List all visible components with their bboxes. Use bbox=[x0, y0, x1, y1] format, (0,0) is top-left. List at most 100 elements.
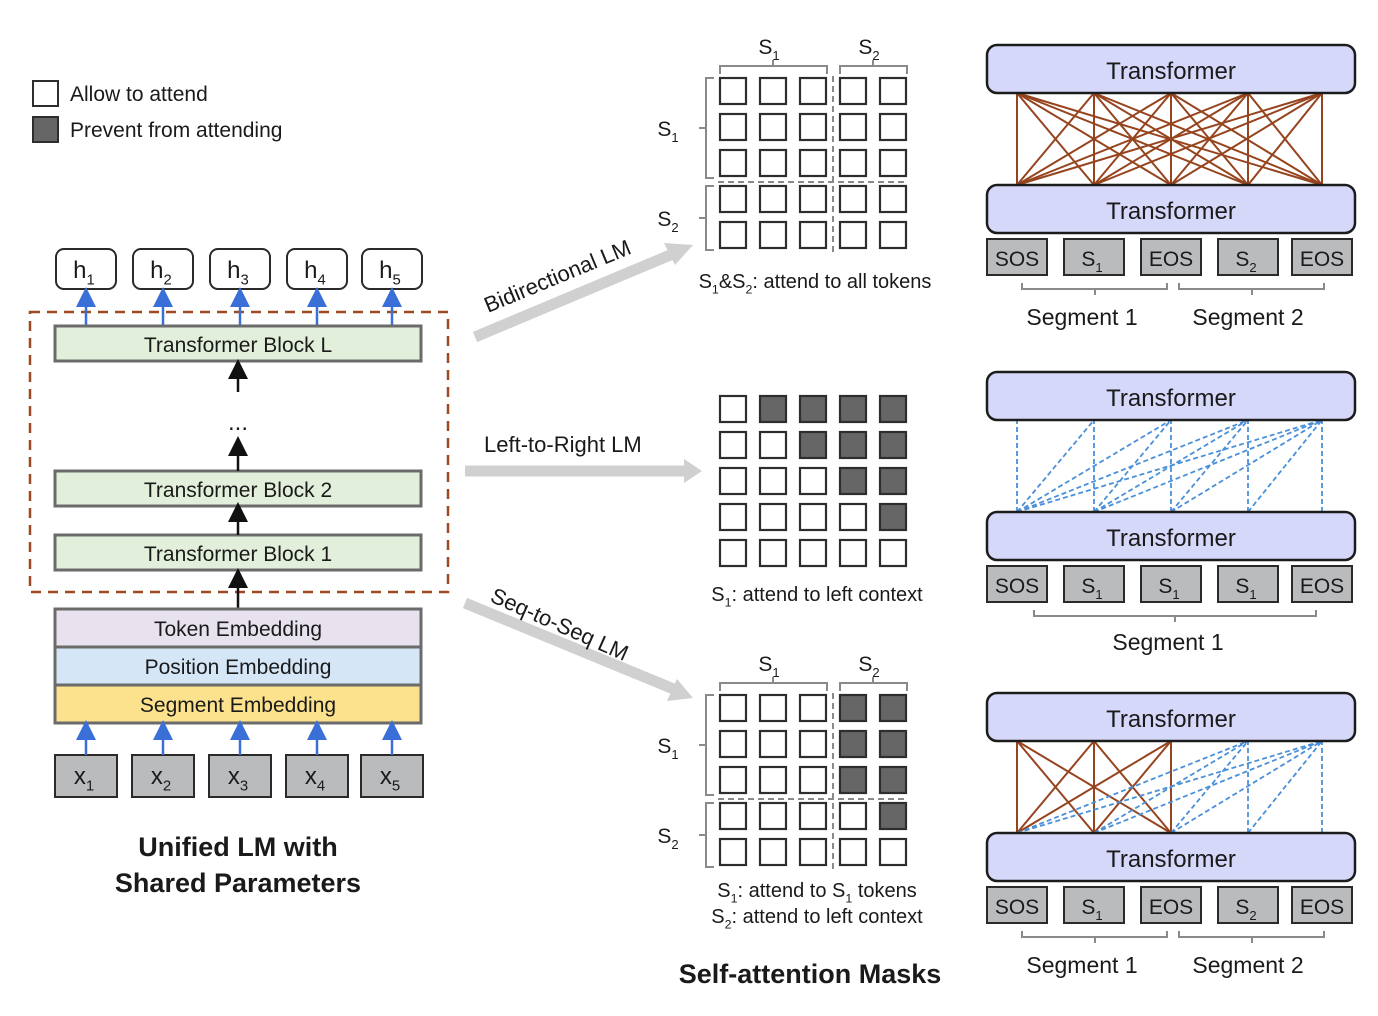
attention-line-masked bbox=[1170, 740, 1323, 834]
mask-cell-allow bbox=[718, 76, 748, 106]
row-bracket-s1 bbox=[705, 77, 714, 179]
col-group-label-base: S bbox=[758, 653, 772, 676]
mask-caption: S1: attend to left context bbox=[711, 584, 923, 610]
mask-cell-allow bbox=[878, 76, 908, 106]
attention-connections bbox=[1016, 740, 1323, 834]
mask-cell-allow bbox=[878, 538, 908, 568]
token-label: S1 bbox=[1081, 896, 1102, 923]
transformer-block-box bbox=[53, 533, 423, 572]
token-label: S2 bbox=[1235, 896, 1256, 923]
mask-cell-prevent bbox=[838, 394, 868, 424]
row-group-label: S2 bbox=[657, 208, 678, 235]
token-label: S1 bbox=[1158, 575, 1179, 602]
mask-cell-allow bbox=[798, 184, 828, 214]
segment-bracket bbox=[1178, 283, 1325, 290]
col-group-label: S2 bbox=[858, 36, 879, 63]
transformer-block-label: Transformer Block L bbox=[144, 334, 332, 357]
input-1: x1 bbox=[54, 720, 118, 798]
mask-cell-prevent bbox=[838, 765, 868, 795]
mask-caption-part: S bbox=[711, 584, 724, 606]
mask-cell-allow bbox=[798, 801, 828, 831]
input-5: x5 bbox=[360, 720, 424, 798]
input-label-sub: 5 bbox=[392, 779, 400, 795]
mask-cell-allow bbox=[758, 837, 788, 867]
mask-caption-part: tokens bbox=[852, 880, 916, 902]
mask-cell-allow bbox=[758, 693, 788, 723]
mask-cell-allow bbox=[878, 148, 908, 178]
row-bracket-s2 bbox=[705, 802, 714, 868]
mask-cell-allow bbox=[718, 466, 748, 496]
output-label-base: h bbox=[379, 257, 392, 284]
mask-cell-allow bbox=[758, 184, 788, 214]
segment-label: Segment 2 bbox=[1192, 952, 1303, 978]
transformer-block: Transformer Block 1 bbox=[53, 533, 423, 572]
row-group-label-base: S bbox=[657, 735, 671, 758]
transformer-bottom-label: Transformer bbox=[1106, 846, 1236, 873]
mask-caption: S2: attend to left context bbox=[711, 906, 923, 932]
token-label: S1 bbox=[1081, 575, 1102, 602]
input-label-sub: 1 bbox=[86, 779, 94, 795]
attention-line-masked bbox=[1016, 419, 1323, 513]
output-label-base: h bbox=[150, 257, 163, 284]
attention-line-full bbox=[1016, 92, 1095, 186]
mask-cell-prevent bbox=[878, 466, 908, 496]
mask-cell-allow bbox=[758, 148, 788, 178]
mask-cell-allow bbox=[718, 765, 748, 795]
transformer-top-box bbox=[985, 691, 1357, 743]
mask-cell-allow bbox=[798, 76, 828, 106]
input-label: x3 bbox=[228, 763, 248, 795]
mask-caption: S1&S2: attend to all tokens bbox=[699, 271, 932, 297]
row-group-label-sub: 1 bbox=[671, 747, 678, 762]
segment-label: Segment 1 bbox=[1112, 629, 1223, 655]
mask-cell-prevent bbox=[878, 693, 908, 723]
mask-cell-allow bbox=[758, 502, 788, 532]
transformer-bottom-box bbox=[985, 183, 1357, 235]
mask-caption-part: : attend to all tokens bbox=[752, 271, 931, 293]
input-box bbox=[360, 754, 424, 798]
mask-cell-prevent bbox=[758, 394, 788, 424]
input-label: x4 bbox=[305, 763, 325, 795]
input-label-sub: 4 bbox=[317, 779, 325, 795]
row-group-label-base: S bbox=[657, 825, 671, 848]
input-label-base: x bbox=[151, 763, 163, 790]
token-label-base: SOS bbox=[995, 575, 1039, 598]
segment-label: Segment 1 bbox=[1026, 304, 1137, 330]
token-label: EOS bbox=[1300, 248, 1344, 271]
legend-allow-label: Allow to attend bbox=[70, 83, 208, 106]
ellipsis: ... bbox=[228, 409, 248, 436]
col-group-label: S2 bbox=[858, 653, 879, 680]
transformer-bottom-label: Transformer bbox=[1106, 525, 1236, 552]
mask-cell-prevent bbox=[838, 693, 868, 723]
attention-line-full bbox=[1247, 92, 1323, 186]
row-group-label-base: S bbox=[657, 208, 671, 231]
col-group-label-sub: 1 bbox=[772, 665, 779, 680]
embedding-layer bbox=[53, 607, 423, 649]
transformer-top-label: Transformer bbox=[1106, 58, 1236, 85]
mask-cell-allow bbox=[838, 837, 868, 867]
attention-line-masked bbox=[1016, 740, 1323, 834]
attention-line-masked bbox=[1016, 419, 1249, 513]
output-label-base: h bbox=[304, 257, 317, 284]
token-label: S1 bbox=[1081, 248, 1102, 275]
output-4: h4 bbox=[286, 248, 348, 325]
output-label-base: h bbox=[73, 257, 86, 284]
segment-bracket bbox=[1021, 931, 1168, 938]
mask-cell-allow bbox=[798, 466, 828, 496]
token-box bbox=[1291, 238, 1353, 276]
transformer-block: Transformer Block L bbox=[53, 324, 423, 363]
token-box bbox=[1063, 886, 1125, 924]
col-group-label: S1 bbox=[758, 653, 779, 680]
token-label-base: EOS bbox=[1300, 896, 1344, 919]
mask-cell-allow bbox=[838, 801, 868, 831]
mask-cell-allow bbox=[718, 837, 748, 867]
token-box bbox=[986, 565, 1048, 603]
segment-bracket bbox=[1178, 931, 1325, 938]
mask-cell-prevent bbox=[878, 430, 908, 460]
transformer-top-box bbox=[985, 43, 1357, 95]
mask-cell-allow bbox=[798, 502, 828, 532]
mask-cell-allow bbox=[758, 729, 788, 759]
mask-cell-allow bbox=[758, 466, 788, 496]
